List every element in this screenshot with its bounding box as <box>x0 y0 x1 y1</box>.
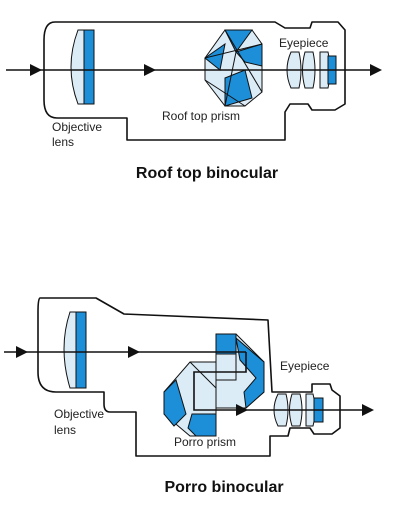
roof-top-prism <box>204 29 263 107</box>
porro-prism-label: Porro prism <box>174 435 236 449</box>
roof-objective-label-line2: lens <box>52 135 74 149</box>
porro-objective-lens <box>63 311 87 389</box>
roof-prism-label: Roof top prism <box>162 109 240 123</box>
porro-light-ray <box>4 346 374 416</box>
roof-title: Roof top binocular <box>136 165 278 182</box>
roof-objective-label-line1: Objective <box>52 120 102 134</box>
roof-housing <box>43 21 346 141</box>
roof-binocular-diagram: Objective lens Roof top prism Eyepiece R… <box>6 21 382 182</box>
porro-title: Porro binocular <box>164 479 283 496</box>
roof-objective-lens <box>70 29 95 105</box>
porro-objective-label-line1: Objective <box>54 407 104 421</box>
porro-objective-label-line2: lens <box>54 423 76 437</box>
roof-eyepiece-label: Eyepiece <box>279 36 329 50</box>
porro-binocular-diagram: Objective lens Porro prism Eyepiece Porr… <box>4 297 374 496</box>
roof-light-ray <box>6 64 382 76</box>
porro-eyepiece-label: Eyepiece <box>280 359 330 373</box>
